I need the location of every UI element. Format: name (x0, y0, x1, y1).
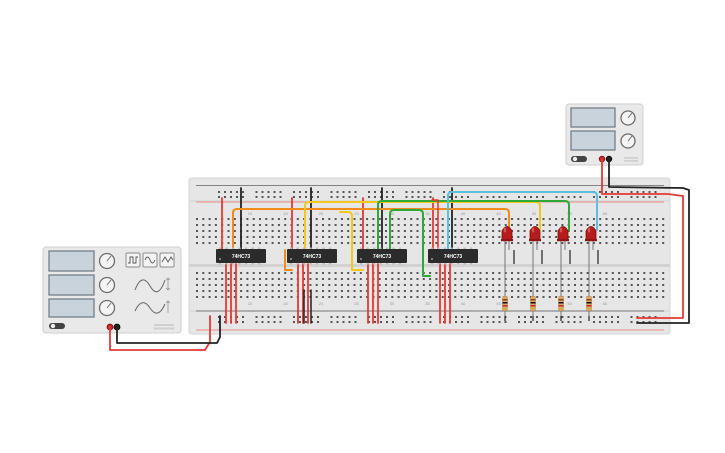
breadboard-center-channel (189, 264, 670, 267)
column-number-top: 20 (319, 211, 324, 216)
amplitude-display (48, 274, 95, 296)
resistor[interactable] (558, 292, 564, 316)
resistor[interactable] (502, 292, 508, 316)
yellow-link-wire[interactable] (351, 249, 364, 271)
column-number-bottom: 35 (425, 301, 430, 306)
leds[interactable] (501, 226, 599, 322)
column-number-top: 10 (248, 211, 253, 216)
preset-red-wire[interactable] (431, 199, 439, 251)
waveform-preview-icon (134, 279, 166, 293)
column-number-bottom: 40 (461, 301, 466, 306)
led[interactable] (585, 226, 597, 299)
column-number-bottom: 30 (390, 301, 395, 306)
column-number-bottom: 55 (567, 301, 572, 306)
q0-orange-wire[interactable] (232, 208, 510, 251)
column-number-bottom: 10 (248, 301, 253, 306)
triangle-wave-button[interactable] (159, 252, 175, 268)
wires[interactable] (109, 158, 690, 351)
ic-chips[interactable]: 74HC73 74HC73 74HC73 74HC73 (216, 247, 478, 265)
offset-arrows-icon (165, 300, 171, 313)
column-number-top: 30 (390, 211, 395, 216)
chip-label: 74HC73 (232, 254, 251, 260)
triangle-wave-icon (161, 256, 174, 263)
current-display (570, 130, 616, 151)
psu-negative-wire[interactable] (608, 158, 690, 324)
resistor[interactable] (530, 292, 536, 316)
ic-74hc73-chip[interactable]: 74HC73 (357, 247, 407, 265)
chip-notch (430, 257, 434, 261)
offset-display (48, 298, 95, 318)
chip-label: 74HC73 (444, 254, 463, 260)
sine-wave-button[interactable] (142, 252, 158, 268)
generator-signal-wire[interactable] (109, 315, 211, 351)
yellow-link-wire[interactable] (339, 211, 353, 251)
column-number-top: 60 (603, 211, 608, 216)
column-number-top: 35 (425, 211, 430, 216)
column-number-top: 45 (496, 211, 501, 216)
frequency-display (48, 250, 95, 272)
square-wave-button[interactable] (125, 252, 141, 268)
led[interactable] (501, 226, 513, 299)
psu-positive-wire[interactable] (601, 158, 684, 319)
chip-notch (289, 257, 293, 261)
chip-notch (359, 257, 363, 261)
ic-74hc73-chip[interactable]: 74HC73 (216, 247, 266, 265)
function-generator[interactable] (42, 246, 182, 334)
amplitude-arrows-icon (165, 277, 171, 291)
chip-label: 74HC73 (373, 254, 392, 260)
led[interactable] (529, 226, 541, 299)
column-numbers: 1010151520202525303035354040454550505555… (248, 211, 608, 306)
green-link-wire[interactable] (389, 209, 431, 277)
column-number-top: 50 (532, 211, 537, 216)
q3-cyan-wire[interactable] (447, 191, 598, 251)
chip-label: 74HC73 (303, 254, 322, 260)
column-number-top: 25 (354, 211, 359, 216)
voltage-display (570, 107, 616, 128)
column-number-bottom: 45 (496, 301, 501, 306)
square-wave-icon (128, 256, 138, 264)
column-number-bottom: 60 (603, 301, 608, 306)
column-number-bottom: 20 (319, 301, 324, 306)
column-number-top: 15 (283, 211, 288, 216)
ic-74hc73-chip[interactable]: 74HC73 (287, 247, 337, 265)
q2-green-wire[interactable] (377, 200, 570, 251)
offset-preview-icon (134, 302, 166, 314)
column-number-bottom: 15 (283, 301, 288, 306)
generator-ground-wire[interactable] (116, 315, 221, 344)
orange-link-wire[interactable] (284, 249, 293, 271)
column-number-bottom: 25 (354, 301, 359, 306)
column-number-top: 40 (461, 211, 466, 216)
chip-notch (218, 257, 222, 261)
resistor[interactable] (586, 292, 592, 316)
led[interactable] (557, 226, 569, 299)
sine-wave-icon (144, 256, 156, 264)
power-supply[interactable] (565, 103, 644, 166)
ic-74hc73-chip[interactable]: 74HC73 (428, 247, 478, 265)
